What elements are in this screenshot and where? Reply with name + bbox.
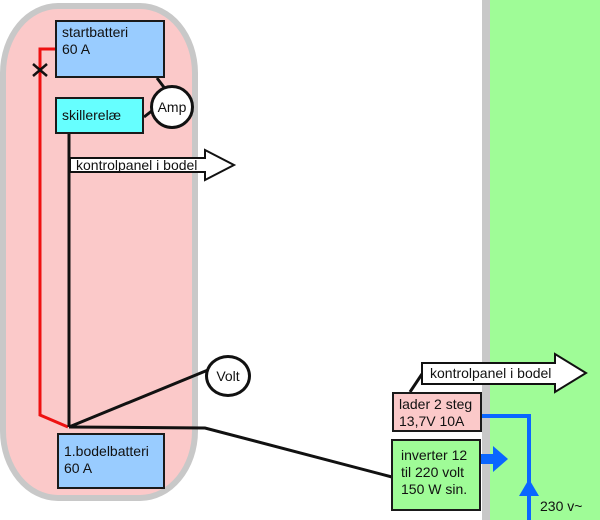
bodelbatteri-name: 1.bodelbatteri <box>64 443 149 459</box>
red-wire <box>38 47 69 429</box>
external-230v-zone <box>490 0 600 520</box>
lader-name: lader 2 steg <box>399 396 473 412</box>
kontrolpanel-label-top: kontrolpanel i bodel <box>76 157 198 173</box>
kontrolpanel-arrow-top-icon <box>69 148 237 182</box>
startbatteri-name: startbatteri <box>62 24 129 40</box>
mains-voltage-label: 230 v~ <box>540 498 583 514</box>
inverter-line2: til 220 volt <box>401 464 465 480</box>
startbatteri-capacity: 60 A <box>62 41 91 57</box>
amp-meter: Amp <box>150 85 194 129</box>
lader-panel-wire <box>408 373 424 393</box>
kontrolpanel-arrow-bottom-icon <box>421 352 588 394</box>
lader-spec: 13,7V 10A <box>399 413 465 429</box>
volt-wire <box>68 368 209 429</box>
kontrolpanel-label-bottom: kontrolpanel i bodel <box>430 365 552 381</box>
inverter-box: inverter 12 til 220 volt 150 W sin. <box>391 439 481 511</box>
inverter-output-arrow-icon <box>481 446 508 472</box>
inverter-line3: 150 W sin. <box>401 481 468 497</box>
mains-up-arrow-icon <box>519 479 539 496</box>
startbatteri-box: startbatteri 60 A <box>55 20 165 78</box>
disconnect-x-icon <box>32 63 48 77</box>
bodelbatteri-box: 1.bodelbatteri 60 A <box>57 433 165 489</box>
inverter-line1: inverter 12 <box>401 447 468 463</box>
skillerele-box: skillerelæ <box>55 97 144 134</box>
lader-box: lader 2 steg 13,7V 10A <box>392 392 482 432</box>
skillerele-label: skillerelæ <box>62 107 122 123</box>
volt-meter: Volt <box>205 355 251 397</box>
zone-divider <box>482 0 490 520</box>
amp-label: Amp <box>157 99 187 115</box>
bodelbatteri-capacity: 60 A <box>64 460 93 476</box>
inverter-wire <box>68 425 393 479</box>
blue-mains-wire <box>482 414 531 520</box>
volt-label: Volt <box>216 368 240 384</box>
